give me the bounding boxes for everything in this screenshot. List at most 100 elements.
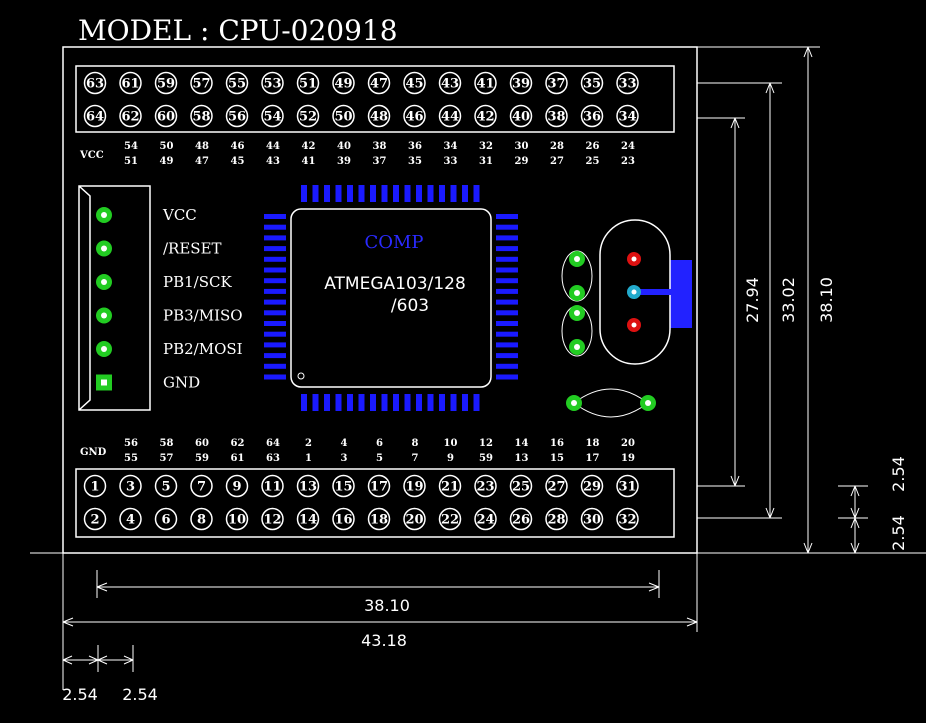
port-label: 17	[586, 453, 600, 464]
port-label: 7	[412, 453, 419, 464]
header-pin-number: 55	[228, 77, 246, 92]
mcu-pin	[347, 394, 353, 411]
header-pin: 2	[83, 507, 107, 531]
header-pin: 60	[154, 104, 178, 128]
mcu-pin	[496, 224, 518, 230]
header-pin-number: 46	[405, 110, 423, 125]
port-label: 12	[479, 438, 493, 449]
header-pin-number: 14	[299, 513, 317, 528]
header-pin: 50	[332, 104, 355, 128]
dim-pitch-vertical	[838, 485, 868, 554]
header-pin-number: 28	[547, 513, 565, 528]
mcu-pin	[496, 342, 518, 348]
header-pin: 13	[296, 474, 320, 498]
header-pin: 10	[225, 507, 249, 531]
header-pin-number: 6	[161, 513, 170, 528]
header-pin-number: 12	[263, 513, 281, 528]
header-pin: 11	[261, 474, 284, 498]
mcu-pin	[264, 342, 286, 348]
dim-height-b-label: 33.02	[779, 277, 798, 323]
header-pin: 29	[580, 474, 604, 498]
header-pin: 34	[616, 104, 639, 128]
port-label: 6	[376, 438, 383, 449]
port-label: 42	[302, 141, 316, 152]
header-pin-number: 25	[512, 480, 530, 495]
dim-height-b	[697, 82, 782, 519]
mcu-pin	[450, 394, 457, 411]
port-label: 54	[124, 141, 138, 152]
header-pin-number: 59	[157, 77, 175, 92]
port-label: 29	[515, 156, 529, 167]
bottom-gnd-label: GND	[80, 447, 107, 458]
port-label: 3	[341, 453, 348, 464]
mcu-pin	[496, 310, 518, 316]
mcu-pin	[496, 235, 518, 241]
top-header-box	[75, 65, 675, 133]
header-pin-number: 4	[126, 513, 135, 528]
port-label: 23	[621, 156, 635, 167]
mcu-pin	[264, 321, 286, 326]
header-pin: 51	[296, 71, 320, 95]
dim-pitch-v-b-label: 2.54	[889, 515, 908, 551]
mcu-pin	[404, 394, 411, 411]
mcu-pin	[496, 256, 518, 262]
header-pin: 36	[580, 104, 604, 128]
header-pin-number: 11	[263, 480, 281, 495]
mcu-pin	[496, 214, 518, 219]
header-pin: 33	[616, 71, 639, 95]
header-pin: 9	[225, 474, 249, 498]
header-pin-number: 24	[476, 513, 494, 528]
port-label: 2	[305, 438, 312, 449]
header-pin: 46	[403, 104, 426, 128]
header-pin-number: 63	[86, 77, 104, 92]
header-pin: 39	[509, 71, 533, 95]
mcu-pin	[496, 246, 518, 252]
mcu-pin	[264, 224, 286, 230]
header-pin-number: 34	[618, 110, 636, 125]
port-label: 47	[195, 156, 209, 167]
header-pin-number: 19	[405, 480, 423, 495]
mcu-pin	[496, 353, 518, 359]
header-pin-number: 42	[476, 110, 494, 125]
header-pin: 49	[332, 71, 355, 95]
mcu-pin	[416, 394, 422, 411]
header-pin-number: 53	[263, 77, 281, 92]
header-pin-number: 8	[197, 513, 206, 528]
mcu-pin	[473, 185, 480, 202]
dim-height-c	[697, 46, 820, 554]
port-label: 30	[515, 141, 529, 152]
dim-pitch-b-label: 2.54	[122, 685, 158, 704]
isp-pin-label: /RESET	[163, 240, 222, 258]
port-label: 24	[621, 141, 635, 152]
isp-connector-pads	[96, 207, 112, 391]
port-label: 49	[160, 156, 174, 167]
header-pin-number: 23	[476, 480, 494, 495]
mcu-pin	[264, 256, 286, 262]
isp-pin-label: GND	[163, 374, 200, 392]
crystal-area	[561, 219, 692, 418]
mcu-pin	[496, 374, 518, 380]
top-vcc-label: VCC	[79, 150, 104, 161]
chip-brand: COMP	[364, 232, 423, 253]
header-pin: 44	[438, 104, 462, 128]
mcu-pin	[381, 185, 388, 202]
header-pin: 30	[580, 507, 604, 531]
port-label: 33	[444, 156, 458, 167]
port-label: 15	[550, 453, 564, 464]
header-pin: 15	[332, 474, 355, 498]
header-pin-number: 32	[618, 513, 636, 528]
mcu-pin	[301, 185, 307, 202]
header-pin-number: 48	[370, 110, 388, 125]
mcu-pin	[439, 394, 445, 411]
header-pin-number: 51	[299, 77, 317, 92]
header-pin: 61	[119, 71, 142, 95]
header-pin: 64	[83, 104, 107, 128]
isp-pin-label: PB3/MISO	[163, 307, 243, 325]
mcu-pin	[335, 185, 342, 202]
header-pin: 23	[474, 474, 497, 498]
header-pin: 48	[367, 104, 391, 128]
mcu-pin	[335, 394, 342, 411]
